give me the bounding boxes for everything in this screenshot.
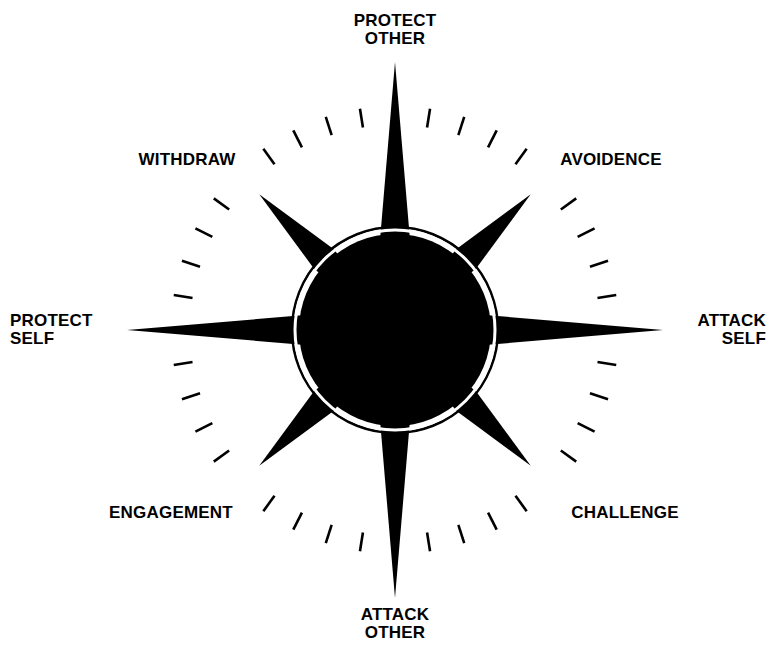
tick-mark (195, 228, 212, 237)
tick-mark (182, 261, 200, 267)
compass-label: PROTECT SELF (10, 312, 110, 349)
tick-mark (360, 109, 363, 128)
tick-mark (293, 513, 302, 530)
tick-mark (488, 513, 497, 530)
tick-mark (488, 130, 497, 147)
tick-mark (360, 532, 363, 551)
compass-label: ATTACK OTHER (343, 606, 447, 643)
compass-label: ENGAGEMENT (96, 504, 246, 522)
tick-mark (597, 362, 616, 365)
tick-mark (174, 295, 193, 298)
tick-mark (195, 423, 212, 432)
tick-mark (597, 295, 616, 298)
tick-mark (515, 149, 526, 164)
tick-mark (578, 423, 595, 432)
tick-mark (174, 362, 193, 365)
tick-mark (263, 149, 274, 164)
tick-mark (458, 117, 464, 135)
tick-mark (578, 228, 595, 237)
tick-mark (458, 525, 464, 543)
compass-label: WITHDRAW (122, 151, 252, 169)
tick-mark (326, 117, 332, 135)
ring-gap (295, 230, 495, 430)
tick-mark (590, 261, 608, 267)
tick-mark (293, 130, 302, 147)
compass-disk (299, 234, 491, 426)
tick-mark (326, 525, 332, 543)
tick-mark (427, 532, 430, 551)
tick-mark (214, 450, 229, 461)
tick-mark (561, 450, 576, 461)
compass-label: PROTECT OTHER (343, 12, 447, 49)
compass-label: CHALLENGE (560, 504, 690, 522)
compass-label: ATTACK SELF (674, 312, 766, 349)
tick-mark (515, 496, 526, 511)
tick-mark (214, 198, 229, 209)
tick-mark (263, 496, 274, 511)
tick-mark (182, 393, 200, 399)
tick-mark (427, 109, 430, 128)
tick-mark (590, 393, 608, 399)
compass-label: AVOIDENCE (546, 151, 676, 169)
tick-mark (561, 198, 576, 209)
